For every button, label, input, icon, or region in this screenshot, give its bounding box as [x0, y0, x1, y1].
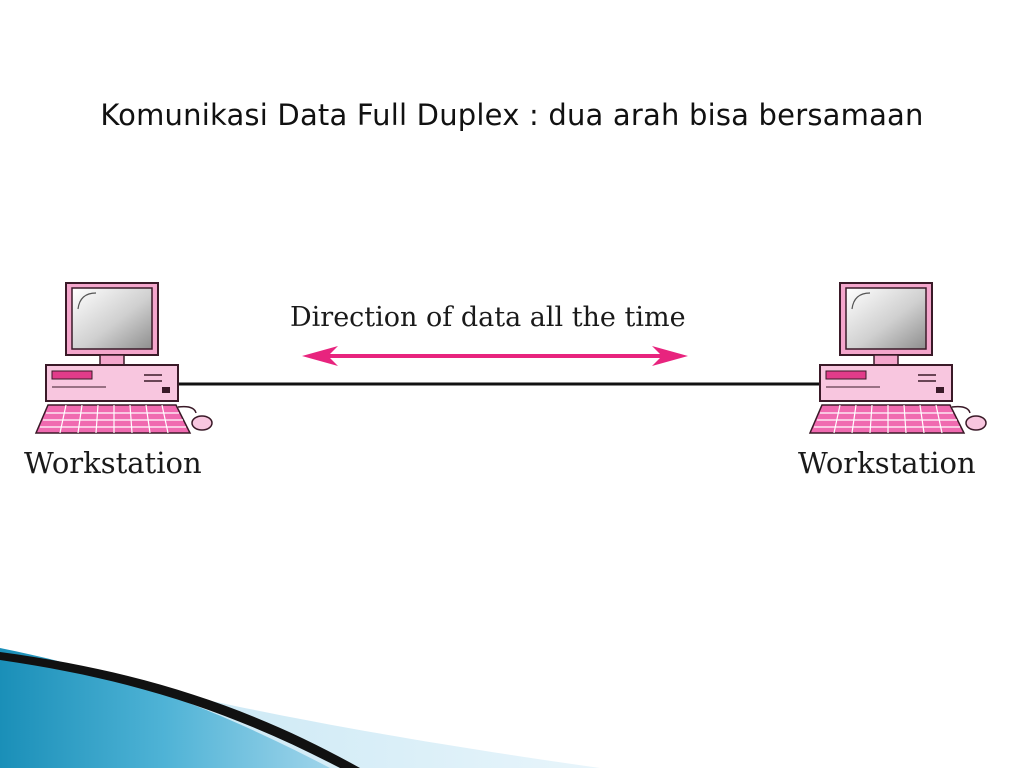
- footer-swoosh-decoration: [0, 648, 600, 768]
- slide-title: Komunikasi Data Full Duplex : dua arah b…: [100, 98, 924, 132]
- computer-workstation-icon: [35, 282, 213, 434]
- left-workstation-label: Workstation: [24, 446, 202, 480]
- direction-label: Direction of data all the time: [290, 302, 686, 333]
- full-duplex-arrow: [302, 346, 688, 366]
- right-workstation-label: Workstation: [798, 446, 976, 480]
- computer-workstation-icon: [809, 282, 987, 434]
